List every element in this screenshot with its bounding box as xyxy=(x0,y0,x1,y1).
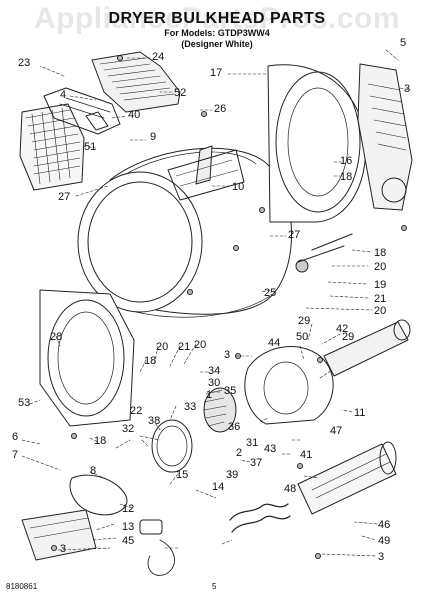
callout-9: 9 xyxy=(150,131,156,143)
callout-15: 15 xyxy=(176,469,188,481)
callout-38: 38 xyxy=(148,415,160,427)
callout-27: 27 xyxy=(58,191,70,203)
callout-25: 25 xyxy=(264,287,276,299)
callout-26: 26 xyxy=(214,103,226,115)
callout-20: 20 xyxy=(156,341,168,353)
callout-42: 42 xyxy=(336,323,348,335)
callout-32: 32 xyxy=(122,423,134,435)
callout-30: 30 xyxy=(208,377,220,389)
callout-7: 7 xyxy=(12,449,18,461)
callout-18: 18 xyxy=(94,435,106,447)
callout-53: 53 xyxy=(18,397,30,409)
rear-duct-cover-part xyxy=(357,63,413,211)
callout-46: 46 xyxy=(378,519,390,531)
callout-20: 20 xyxy=(374,305,386,317)
callout-14: 14 xyxy=(212,481,224,493)
rear-bulkhead-part xyxy=(267,64,367,223)
drive-belt-part xyxy=(69,474,128,516)
callout-28: 28 xyxy=(50,331,62,343)
callout-18: 18 xyxy=(374,247,386,259)
callout-23: 23 xyxy=(18,57,30,69)
callout-6: 6 xyxy=(12,431,18,443)
callout-24: 24 xyxy=(152,51,164,63)
callout-50: 50 xyxy=(296,331,308,343)
callout-35: 35 xyxy=(224,385,236,397)
callout-43: 43 xyxy=(264,443,276,455)
lower-duct-part xyxy=(297,441,397,515)
thermal-fuse-part xyxy=(139,519,175,576)
lint-grille-part xyxy=(91,51,181,113)
exhaust-duct-part xyxy=(323,319,411,377)
callout-51: 51 xyxy=(84,141,96,153)
callout-13: 13 xyxy=(122,521,134,533)
drum-roller-part xyxy=(295,233,353,273)
callout-3: 3 xyxy=(224,349,230,361)
callout-33: 33 xyxy=(184,401,196,413)
callout-4: 4 xyxy=(60,89,66,101)
callout-21: 21 xyxy=(374,293,386,305)
subtitle-color-line: (Designer White) xyxy=(181,39,253,49)
drum-seal-part xyxy=(151,419,193,473)
subtitle-model-line: For Models: GTDP3WW4 xyxy=(164,28,270,38)
callout-3: 3 xyxy=(404,83,410,95)
callout-29: 29 xyxy=(298,315,310,327)
front-bulkhead-part xyxy=(39,289,135,427)
callout-52: 52 xyxy=(174,87,186,99)
callout-39: 39 xyxy=(226,469,238,481)
heater-element-part xyxy=(229,503,291,533)
lint-housing-part xyxy=(43,87,121,135)
callout-36: 36 xyxy=(228,421,240,433)
callout-16: 16 xyxy=(340,155,352,167)
callout-12: 12 xyxy=(122,503,134,515)
front-duct-part xyxy=(21,509,97,561)
diagram-subtitle: For Models: GTDP3WW4 (Designer White) xyxy=(0,28,434,50)
screw-fasteners xyxy=(51,55,407,559)
callout-17: 17 xyxy=(210,67,222,79)
leader-lines xyxy=(21,49,411,557)
blower-housing-part xyxy=(244,346,334,425)
callout-18: 18 xyxy=(340,171,352,183)
callout-34: 34 xyxy=(208,365,220,377)
callout-20: 20 xyxy=(374,261,386,273)
callout-40: 40 xyxy=(128,109,140,121)
callout-10: 10 xyxy=(232,181,244,193)
callout-41: 41 xyxy=(300,449,312,461)
callout-29: 29 xyxy=(342,331,354,343)
watermark: AppliancePartsPros.com xyxy=(33,2,401,35)
callout-5: 5 xyxy=(400,37,406,49)
callout-11: 11 xyxy=(354,407,365,419)
lint-screen-part xyxy=(19,103,85,191)
document-number: 8180861 xyxy=(6,582,38,591)
callout-44: 44 xyxy=(268,337,280,349)
callout-20: 20 xyxy=(194,339,206,351)
diagram-title: DRYER BULKHEAD PARTS xyxy=(108,10,326,27)
callout-3: 3 xyxy=(60,543,66,555)
callout-19: 19 xyxy=(374,279,386,291)
callout-47: 47 xyxy=(330,425,342,437)
callout-labels: 2423524405192627101753161827182019212025… xyxy=(12,37,410,563)
callout-31: 31 xyxy=(246,437,258,449)
dryer-drum-part xyxy=(77,145,292,318)
callout-37: 37 xyxy=(250,457,262,469)
callout-49: 49 xyxy=(378,535,390,547)
callout-18: 18 xyxy=(144,355,156,367)
page-number: 5 xyxy=(212,582,217,591)
callout-3: 3 xyxy=(378,551,384,563)
callout-21: 21 xyxy=(178,341,190,353)
callout-8: 8 xyxy=(90,465,96,477)
callout-45: 45 xyxy=(122,535,134,547)
callout-22: 22 xyxy=(130,405,142,417)
callout-48: 48 xyxy=(284,483,296,495)
callout-2: 2 xyxy=(236,447,242,459)
callout-27: 27 xyxy=(288,229,300,241)
callout-1: 1 xyxy=(206,389,212,401)
